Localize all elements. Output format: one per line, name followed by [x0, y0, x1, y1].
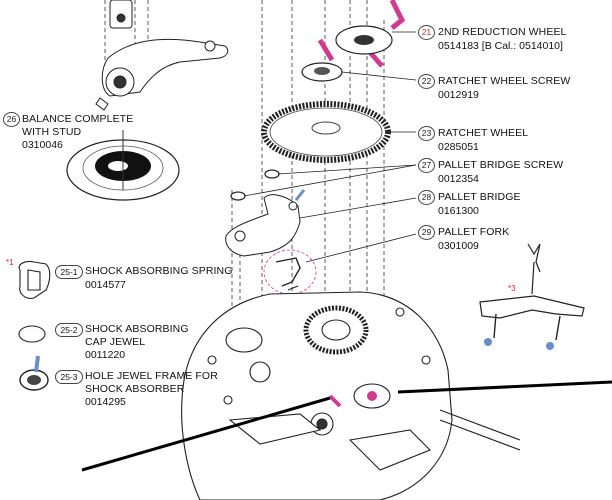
- part-name-27: PALLET BRIDGE SCREW: [438, 159, 564, 171]
- part-code-25-2: 0011220: [85, 349, 126, 361]
- part-name-28: PALLET BRIDGE: [438, 191, 521, 203]
- part-name-25-2-line2: CAP JEWEL: [85, 336, 146, 348]
- part-number-25-1: 25-1: [55, 265, 83, 279]
- part-code-23: 0285051: [438, 141, 479, 153]
- part-number-28: 28: [418, 190, 435, 205]
- part-name-22: RATCHET WHEEL SCREW: [438, 75, 571, 87]
- pallet-fork-detail: [479, 243, 585, 350]
- part-name-25-2-line1: SHOCK ABSORBING: [85, 323, 189, 335]
- part-code-28: 0161300: [438, 205, 479, 217]
- part-number-27: 27: [418, 158, 435, 173]
- part-code-29: 0301009: [438, 240, 479, 252]
- part-number-23: 23: [418, 126, 435, 141]
- balance-wheel: [66, 130, 180, 201]
- pallet-bridge: [225, 189, 306, 257]
- part-name-25-3-line2: SHOCK ABSORBER: [85, 383, 185, 395]
- top-bridge-part: [95, 0, 229, 111]
- part-number-29: 29: [418, 225, 435, 240]
- part-code-26: 0310046: [22, 139, 63, 151]
- part-code-22: 0012919: [438, 89, 479, 101]
- hole-jewel-frame: [19, 355, 49, 391]
- ratchet-wheel-screw: [301, 62, 343, 82]
- part-code-21: 0514183 [B Cal.: 0514010]: [438, 40, 563, 52]
- leader-lines: [243, 31, 417, 263]
- second-reduction-wheel: [317, 0, 406, 68]
- part-number-25-3: 25-3: [55, 370, 83, 384]
- part-name-25-3-line1: HOLE JEWEL FRAME FOR: [85, 370, 218, 382]
- part-number-26: 26: [3, 112, 20, 127]
- ratchet-wheel: [261, 101, 391, 163]
- shock-absorbing-spring: [18, 260, 51, 299]
- part-code-25-3: 0014295: [85, 396, 126, 408]
- main-plate: [181, 291, 521, 500]
- part-name-21: 2ND REDUCTION WHEEL: [438, 26, 567, 38]
- cap-jewel: [18, 325, 46, 343]
- pointer-lines: [81, 380, 612, 472]
- part-number-22: 22: [418, 74, 435, 89]
- part-name-23: RATCHET WHEEL: [438, 127, 529, 139]
- note-star-3: *3: [508, 284, 516, 293]
- part-number-25-2: 25-2: [55, 323, 83, 337]
- pallet-fork: [263, 249, 317, 295]
- note-star-1: *1: [6, 258, 14, 267]
- part-name-29: PALLET FORK: [438, 226, 510, 238]
- part-code-25-1: 0014577: [85, 279, 126, 291]
- part-name-25-1: SHOCK ABSORBING SPRING: [85, 265, 233, 277]
- part-code-27: 0012354: [438, 173, 479, 185]
- part-name-26-line2: WITH STUD: [22, 126, 82, 138]
- part-name-26-line1: BALANCE COMPLETE: [22, 113, 134, 125]
- part-number-21: 21: [418, 25, 435, 40]
